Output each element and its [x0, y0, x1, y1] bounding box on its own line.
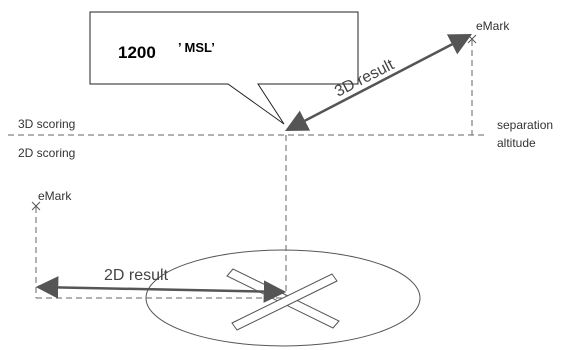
callout-altitude-value: 1200 — [118, 43, 156, 62]
label-2d-result: 2D result — [104, 267, 169, 284]
emark-lower-marker — [31, 201, 41, 211]
label-altitude: altitude — [497, 136, 536, 150]
label-2d-scoring: 2D scoring — [18, 146, 75, 160]
label-emark-upper: eMark — [476, 19, 510, 33]
callout-altitude-unit: ’ MSL’ — [178, 40, 215, 55]
emark-upper-marker — [467, 34, 477, 44]
target-cross — [226, 268, 340, 331]
label-3d-scoring: 3D scoring — [18, 117, 75, 131]
altitude-callout — [89, 11, 359, 125]
label-separation: separation — [497, 118, 553, 132]
label-emark-lower: eMark — [38, 189, 72, 203]
result-2d-arrow — [35, 276, 287, 303]
result-3d-arrow — [285, 33, 472, 132]
